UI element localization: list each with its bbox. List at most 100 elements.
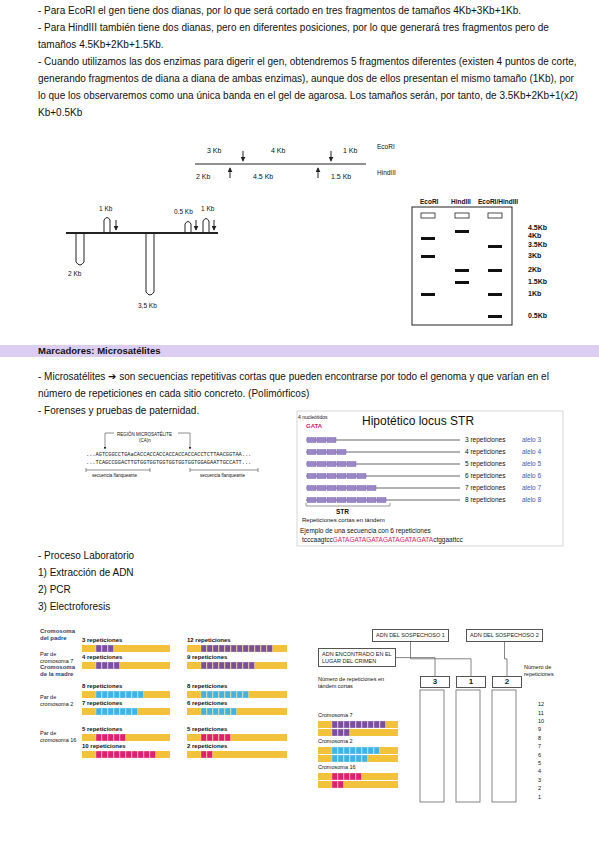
repeat-unit (231, 708, 236, 715)
chromosome-bar (187, 691, 287, 698)
repeat-bars (82, 438, 513, 789)
node-text: ADN DEL SOSPECHOSO 2 (470, 632, 539, 639)
repeat-unit (338, 755, 343, 762)
gata-repeat (317, 438, 326, 443)
gata-repeat (327, 438, 336, 443)
text-label: 2 Kb (68, 270, 81, 278)
repeat-unit (332, 773, 337, 780)
repeat-unit (231, 645, 236, 652)
repeat-unit (138, 691, 143, 698)
repeat-unit (114, 691, 119, 698)
gata-repeat (367, 498, 376, 503)
lane-box: 1 (456, 676, 486, 688)
repeat-unit (213, 708, 218, 715)
text-label: 2 (538, 785, 541, 792)
repeat-unit (96, 751, 101, 758)
str-figure-frame (297, 411, 563, 546)
text-label: Repeticiones cortas en tándem (302, 517, 385, 524)
repeat-unit (132, 751, 137, 758)
gata-repeat (377, 498, 386, 503)
repeat-unit (243, 645, 248, 652)
gata-repeat (327, 474, 336, 479)
text-label: 1 Kb (99, 205, 112, 213)
text-label: 7 (538, 743, 541, 750)
repeat-unit (213, 691, 218, 698)
gata-repeat (347, 498, 356, 503)
repeat-unit (350, 721, 355, 728)
repeat-unit (261, 645, 266, 652)
repeat-unit (201, 751, 206, 758)
text-label: 9 repeticiones (187, 654, 227, 661)
text-label: 4 repeticiones (465, 448, 505, 456)
repeat-unit (374, 721, 379, 728)
repeat-unit (102, 734, 107, 741)
node-text: 2 (493, 677, 521, 687)
connector (396, 658, 435, 676)
text-label: 3) Electroforesis (38, 601, 110, 613)
text-label: 9 (538, 726, 541, 733)
text-label: 1 Kb (201, 205, 214, 213)
repeat-unit (225, 662, 230, 669)
text-label: 4 (538, 768, 541, 775)
text-label: - Para EcoRI el gen tiene dos dianas, po… (38, 2, 583, 19)
text-label: 4Kb (528, 232, 541, 240)
text-label: 6 repeticiones (465, 472, 505, 480)
text-label: 8 repeticiones (82, 683, 122, 690)
text-label: 8 repeticiones (187, 683, 227, 690)
text-label: 10 repeticiones (82, 743, 126, 750)
gata-repeat (317, 462, 326, 467)
text-label: Hipotético locus STR (362, 414, 474, 428)
repeat-unit (225, 734, 230, 741)
sample-box: ADN DEL SOSPECHOSO 2 (466, 629, 543, 642)
repeat-unit (96, 645, 101, 652)
repeat-unit (344, 747, 349, 754)
gata-repeat (337, 498, 346, 503)
repeat-unit (102, 708, 107, 715)
repeat-unit (338, 781, 343, 788)
repeat-unit (362, 755, 367, 762)
repeat-unit (201, 645, 206, 652)
repeat-unit (207, 645, 212, 652)
repeat-unit (225, 645, 230, 652)
repeat-unit (102, 645, 107, 652)
sample-box: ADN DEL SOSPECHOSO 1 (372, 629, 449, 642)
repeat-unit (213, 662, 218, 669)
repeat-unit (102, 751, 107, 758)
chromosome-bar (82, 751, 170, 758)
text-label: 3 repeticiones (82, 637, 122, 644)
chromosome-bar (82, 691, 170, 698)
gata-repeat (317, 486, 326, 491)
chromosome-bar (187, 645, 287, 652)
gata-repeat (337, 450, 346, 455)
gata-repeat (307, 486, 316, 491)
repeat-unit (338, 721, 343, 728)
text-label: Par de cromosoma 2 (40, 694, 80, 707)
chromosome-bar (318, 747, 398, 754)
repeat-unit (219, 734, 224, 741)
repeat-unit (126, 751, 131, 758)
text-label: Ejemplo de una secuencia con 6 repeticio… (300, 527, 431, 535)
repeat-unit (120, 691, 125, 698)
text-label: - Forenses y pruebas de paternidad. (38, 402, 199, 419)
text-label: 3,5 Kb (138, 302, 157, 310)
repeat-unit (332, 747, 337, 754)
chromosome-bar (82, 708, 170, 715)
text-label: 5 (538, 760, 541, 767)
repeat-unit (362, 747, 367, 754)
text-label: 6 (538, 752, 541, 759)
repeat-unit (231, 691, 236, 698)
repeat-unit (237, 691, 242, 698)
text-label: ...TCAGCCGGACTTGTGGTGGTGGTGGTGGTGGTGGAGA… (86, 460, 251, 466)
repeat-unit (344, 773, 349, 780)
text-label: EcoRI (377, 143, 395, 151)
text-label: alelo 3 (522, 436, 541, 444)
repeat-unit (350, 747, 355, 754)
chromosome-bar (318, 773, 398, 780)
text-label: - Cuando utilizamos las dos enzimas para… (38, 53, 583, 121)
repeat-unit (332, 729, 337, 736)
text-label: 4.5Kb (528, 224, 547, 232)
repeat-unit (114, 662, 119, 669)
text-label: Cromosoma 7 (318, 712, 353, 719)
chromosome-bar (82, 662, 170, 669)
text-label: 1.5 Kb (331, 173, 351, 181)
